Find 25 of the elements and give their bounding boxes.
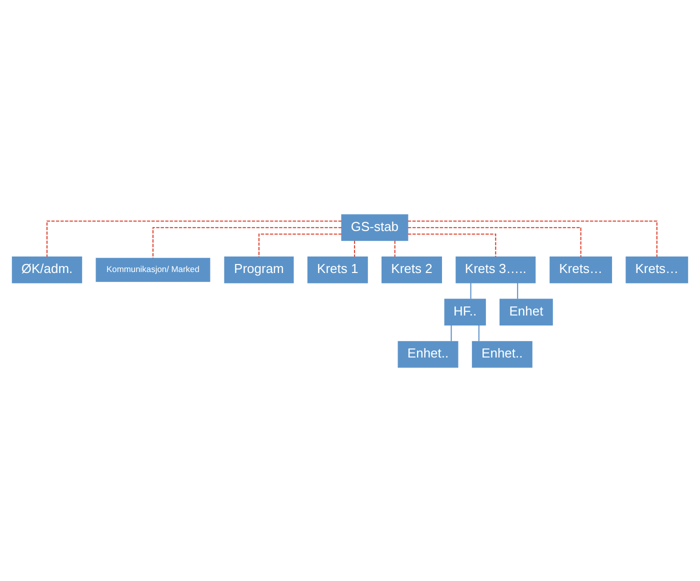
connector bbox=[46, 220, 342, 256]
node-box: Kommunikasjon/ Marked bbox=[96, 257, 210, 282]
connector bbox=[408, 220, 658, 256]
node-box: Krets… bbox=[626, 256, 688, 283]
connector bbox=[517, 282, 518, 298]
node-box: ØK/adm. bbox=[12, 256, 82, 283]
connector bbox=[408, 226, 582, 256]
connector bbox=[152, 226, 342, 258]
connector bbox=[258, 233, 342, 256]
node-box: Enhet.. bbox=[398, 340, 458, 368]
connector bbox=[408, 233, 496, 256]
node-box: Krets 3….. bbox=[456, 256, 536, 283]
node-box: Program bbox=[224, 256, 294, 283]
node-box: HF.. bbox=[444, 298, 486, 325]
connector bbox=[478, 324, 480, 341]
node-box: Enhet bbox=[500, 298, 553, 325]
node-box: Enhet.. bbox=[472, 340, 532, 368]
connector bbox=[470, 282, 472, 298]
node-box: Krets… bbox=[550, 256, 612, 283]
node-box: Krets 2 bbox=[382, 256, 442, 283]
node-box: Krets 1 bbox=[307, 256, 368, 283]
connector bbox=[394, 240, 396, 256]
connector bbox=[450, 324, 452, 341]
node-box: GS-stab bbox=[341, 214, 408, 240]
connector bbox=[354, 240, 356, 256]
